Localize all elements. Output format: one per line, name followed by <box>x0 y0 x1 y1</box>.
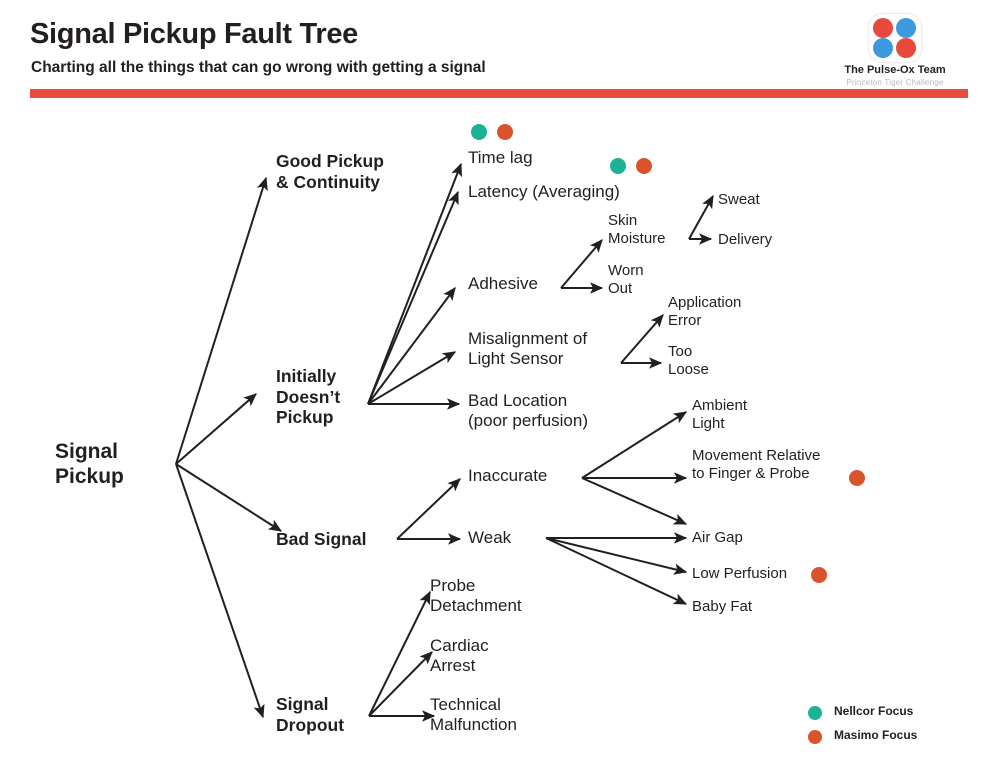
tree-node-label: Time lag <box>468 148 533 167</box>
edge-weak-to-baby-fat <box>545 537 688 605</box>
tree-node-skin-moisture: Skin Moisture <box>608 212 666 247</box>
tree-node-label: Technical Malfunction <box>430 695 517 735</box>
edge-signal-dropout-to-probe-detachment <box>368 590 431 717</box>
page-subtitle: Charting all the things that can go wron… <box>31 59 486 76</box>
edge-adhesive-to-skin-moisture <box>560 239 603 289</box>
tree-node-latency-averaging: Latency (Averaging) <box>468 158 652 202</box>
page-title: Signal Pickup Fault Tree <box>30 18 358 50</box>
logo-dot-bottom-right <box>896 38 916 58</box>
team-logo: The Pulse-Ox Team Princeton Tiger Challe… <box>824 14 966 87</box>
tree-node-bad-signal: Bad Signal <box>276 529 366 550</box>
edge-signal-pickup-to-bad-signal <box>175 463 283 532</box>
tree-node-label: Adhesive <box>468 274 538 293</box>
tree-node-label: Signal Dropout <box>276 694 345 735</box>
orange-focus-marker-icon <box>811 567 827 583</box>
logo-dot-bottom-left <box>873 38 893 58</box>
tree-node-label: Bad Location (poor perfusion) <box>468 391 589 431</box>
tree-node-label: Delivery <box>718 231 773 248</box>
edge-initially-doesnt-to-time-lag <box>367 162 462 405</box>
legend-swatch-orange-icon <box>808 730 822 744</box>
edge-signal-dropout-to-cardiac-arrest <box>368 651 433 717</box>
edge-inaccurate-to-air-gap <box>581 477 688 525</box>
tree-node-label: Low Perfusion <box>692 565 788 582</box>
tree-node-inaccurate: Inaccurate <box>468 466 547 486</box>
teal-focus-marker-icon <box>471 124 487 140</box>
edge-initially-doesnt-to-adhesive <box>367 287 456 405</box>
edge-signal-pickup-to-initially-doesnt <box>175 393 257 465</box>
edge-signal-pickup-to-good-pickup <box>175 176 268 465</box>
edge-inaccurate-to-ambient-light <box>581 411 688 479</box>
tree-node-misalignment: Misalignment of Light Sensor <box>468 329 587 369</box>
tree-node-label: Ambient Light <box>692 397 748 432</box>
tree-node-probe-detachment: Probe Detachment <box>430 576 522 616</box>
tree-node-baby-fat: Baby Fat <box>692 598 752 616</box>
edge-signal-pickup-to-signal-dropout <box>175 463 265 719</box>
tree-node-label: Application Error <box>668 294 742 329</box>
tree-node-label: Air Gap <box>692 529 743 546</box>
tree-node-movement-relative: Movement Relative to Finger & Probe <box>692 447 865 486</box>
tree-node-label: Latency (Averaging) <box>468 182 620 201</box>
tree-node-label: Misalignment of Light Sensor <box>468 329 588 369</box>
teal-focus-marker-icon <box>610 158 626 174</box>
team-tagline: Princeton Tiger Challenge <box>846 78 944 87</box>
team-name: The Pulse-Ox Team <box>844 64 946 76</box>
orange-focus-marker-icon <box>849 470 865 486</box>
tree-node-label: Probe Detachment <box>430 576 522 616</box>
tree-node-label: Good Pickup & Continuity <box>276 151 384 192</box>
tree-node-label: Initially Doesn’t Pickup <box>276 366 341 428</box>
tree-node-label: Too Loose <box>668 343 709 378</box>
tree-node-time-lag: Time lag <box>468 124 533 168</box>
logo-dot-top-right <box>896 18 916 38</box>
tree-node-label: Weak <box>468 528 512 547</box>
tree-node-low-perfusion: Low Perfusion <box>692 565 827 583</box>
tree-node-application-error: Application Error <box>668 294 741 329</box>
tree-node-signal-pickup: Signal Pickup <box>55 440 124 490</box>
tree-node-cardiac-arrest: Cardiac Arrest <box>430 636 489 676</box>
orange-focus-marker-icon <box>636 158 652 174</box>
tree-node-ambient-light: Ambient Light <box>692 397 747 432</box>
tree-node-delivery: Delivery <box>718 231 772 249</box>
edge-initially-doesnt-to-latency-averaging <box>367 190 459 405</box>
edge-bad-signal-to-inaccurate <box>396 478 461 540</box>
edge-initially-doesnt-to-misalignment <box>367 351 457 405</box>
tree-node-sweat: Sweat <box>718 191 760 209</box>
tree-node-label: Cardiac Arrest <box>430 636 489 676</box>
tree-node-label: Skin Moisture <box>608 212 666 247</box>
pulse-ox-logo-icon <box>869 14 921 62</box>
tree-node-adhesive: Adhesive <box>468 274 538 294</box>
tree-node-air-gap: Air Gap <box>692 529 743 547</box>
edge-misalignment-to-application-error <box>620 314 664 364</box>
edge-weak-to-low-perfusion <box>545 537 688 575</box>
tree-node-initially-doesnt: Initially Doesn’t Pickup <box>276 366 340 428</box>
tree-node-label: Worn Out <box>608 262 644 297</box>
tree-node-too-loose: Too Loose <box>668 343 709 378</box>
tree-node-label: Movement Relative to Finger & Probe <box>692 447 821 482</box>
tree-node-good-pickup: Good Pickup & Continuity <box>276 151 384 192</box>
orange-focus-marker-icon <box>497 124 513 140</box>
legend-label-nellcor: Nellcor Focus <box>834 704 914 718</box>
legend-label-masimo: Masimo Focus <box>834 728 918 742</box>
header-divider-bar <box>30 89 968 98</box>
tree-node-technical-malfunction: Technical Malfunction <box>430 695 517 735</box>
tree-node-label: Inaccurate <box>468 466 548 485</box>
tree-node-label: Sweat <box>718 191 760 208</box>
edge-skin-moisture-to-sweat <box>688 194 714 240</box>
tree-node-signal-dropout: Signal Dropout <box>276 694 344 735</box>
legend-swatch-teal-icon <box>808 706 822 720</box>
tree-node-bad-location: Bad Location (poor perfusion) <box>468 391 588 431</box>
logo-dot-top-left <box>873 18 893 38</box>
tree-node-label: Signal Pickup <box>55 440 124 488</box>
tree-node-label: Baby Fat <box>692 598 753 615</box>
tree-node-label: Bad Signal <box>276 529 367 549</box>
tree-node-worn-out: Worn Out <box>608 262 644 297</box>
tree-node-weak: Weak <box>468 528 511 548</box>
